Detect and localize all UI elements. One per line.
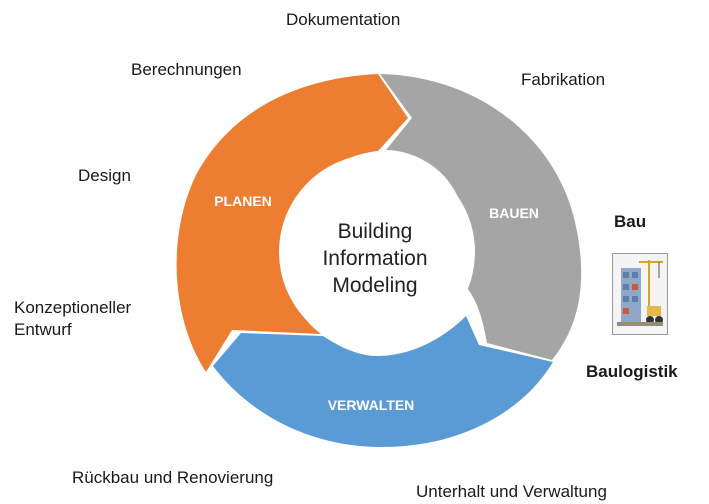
label-konzeptioneller: Konzeptioneller: [14, 298, 132, 317]
bauen-segment: [380, 74, 582, 360]
building-construction-icon: [612, 253, 668, 335]
phase-label-planen: PLANEN: [214, 193, 272, 209]
label-design: Design: [78, 166, 131, 185]
label-unterhalt: Unterhalt und Verwaltung: [416, 482, 607, 501]
verwalten-segment: [213, 316, 553, 447]
center-title-line3: Modeling: [332, 274, 418, 297]
label-bau: Bau: [614, 212, 647, 231]
phase-label-bauen: BAUEN: [489, 205, 539, 221]
label-berechnungen: Berechnungen: [131, 60, 242, 79]
phase-label-verwalten: VERWALTEN: [328, 397, 415, 413]
center-title-line2: Information: [322, 247, 428, 270]
planen-segment: [176, 74, 408, 372]
center-circle: [279, 154, 475, 350]
label-rueckbau: Rückbau und Renovierung: [72, 468, 274, 487]
center-title: Building Information Modeling: [305, 218, 445, 299]
label-baulogistik: Baulogistik: [586, 362, 678, 381]
center-title-line1: Building: [337, 220, 413, 243]
label-dokumentation: Dokumentation: [286, 10, 401, 29]
label-fabrikation: Fabrikation: [521, 70, 606, 89]
label-entwurf: Entwurf: [14, 320, 72, 339]
building-construction-icon-graphic: [617, 260, 663, 326]
